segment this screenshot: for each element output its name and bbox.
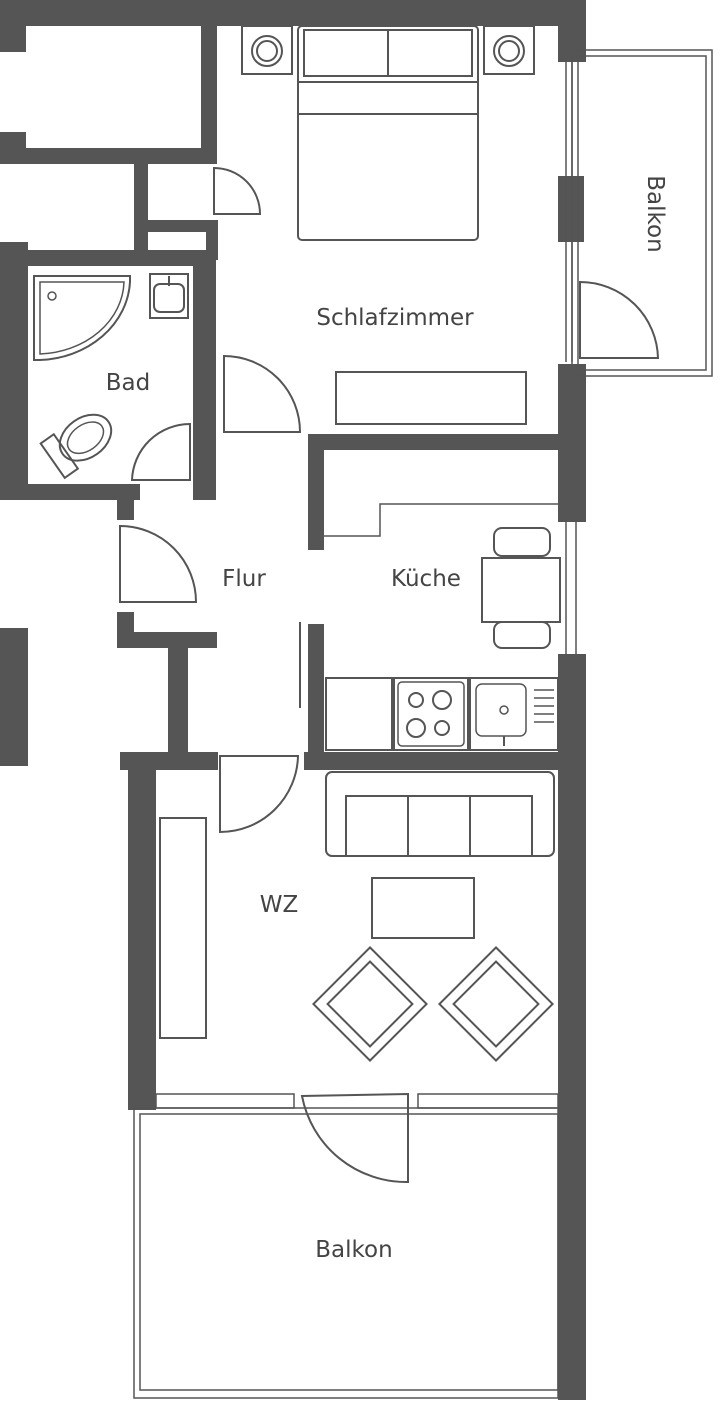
nightstand-icon [241,25,293,75]
kitchen-sink-icon [469,677,559,751]
room-label-hallway: Flur [222,566,266,592]
wardrobe-icon [159,817,207,1039]
door-swing-icon [213,166,262,215]
door-swing-icon [130,422,191,481]
toilet-icon [39,413,113,480]
door-swing-icon [223,354,302,433]
door-swing-icon [119,524,198,603]
door-swing-icon [300,1092,409,1184]
armchair-icon [312,946,428,1062]
armchair-icon [438,946,554,1062]
room-label-bedroom: Schlafzimmer [316,305,474,331]
door-swing-icon [579,280,660,359]
nightstand-icon [483,25,535,75]
kitchen-counter [324,503,558,537]
windows [133,49,713,1399]
coffee-table-icon [371,877,475,939]
chair-icon [493,527,551,557]
kitchen-cabinet [325,677,393,751]
stove-icon [393,677,469,751]
shelf-icon [335,371,527,425]
sink-icon [149,273,189,319]
sofa-icon [325,771,555,857]
room-label-bathroom: Bad [106,370,150,396]
room-label-kitchen: Küche [391,566,461,592]
chair-icon [493,621,551,649]
shower-icon [33,275,131,361]
room-label-living-room: WZ [260,892,299,918]
door-swing-icon [219,755,300,834]
dining-table-icon [481,557,561,623]
walls [0,0,586,1400]
room-label-balcony-side: Balkon [642,175,668,252]
bed-icon [297,25,479,241]
doors [119,166,660,1184]
room-label-balcony-bottom: Balkon [315,1237,392,1263]
